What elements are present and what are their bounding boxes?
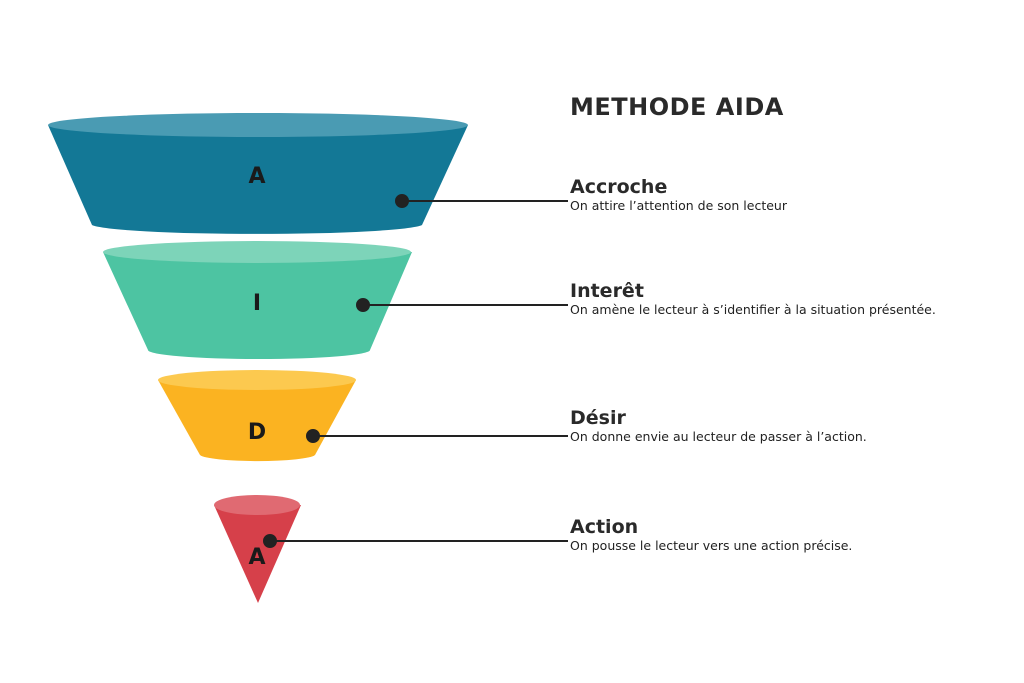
step-accroche: Accroche On attire l’attention de son le… (570, 176, 787, 214)
segment-body (214, 505, 301, 603)
segment-top (214, 495, 300, 515)
step-description: On pousse le lecteur vers une action pré… (570, 538, 853, 553)
segment-body (158, 380, 356, 462)
funnel-letter: I (253, 291, 261, 316)
step-heading: Interêt (570, 280, 644, 302)
funnel-segment-desire: D (158, 370, 356, 462)
diagram-title: METHODE AIDA (570, 93, 784, 121)
funnel-letter: A (248, 164, 265, 189)
step-desir: Désir On donne envie au lecteur de passe… (570, 407, 867, 445)
segment-top (158, 370, 356, 390)
funnel-letter: D (248, 420, 266, 445)
segment-top (103, 241, 411, 263)
connector-lines (263, 194, 568, 548)
connector-dot (395, 194, 409, 208)
step-heading: Désir (570, 407, 626, 429)
segment-top (48, 113, 468, 137)
step-heading: Accroche (570, 176, 668, 198)
step-description: On donne envie au lecteur de passer à l’… (570, 429, 867, 444)
step-description: On attire l’attention de son lecteur (570, 198, 787, 213)
step-action: Action On pousse le lecteur vers une act… (570, 516, 852, 554)
segment-body (48, 125, 468, 234)
funnel-segment-action: A (214, 495, 301, 603)
funnel-letter: A (248, 545, 265, 570)
connector-dot (306, 429, 320, 443)
connector-dot (356, 298, 370, 312)
step-description: On amène le lecteur à s’identifier à la … (570, 302, 936, 317)
connector-dot (263, 534, 277, 548)
funnel-segment-interest: I (103, 241, 412, 359)
segment-body (103, 252, 412, 359)
step-heading: Action (570, 516, 639, 538)
funnel-segment-attention: A (48, 113, 468, 234)
step-interet: Interêt On amène le lecteur à s’identifi… (570, 280, 936, 318)
